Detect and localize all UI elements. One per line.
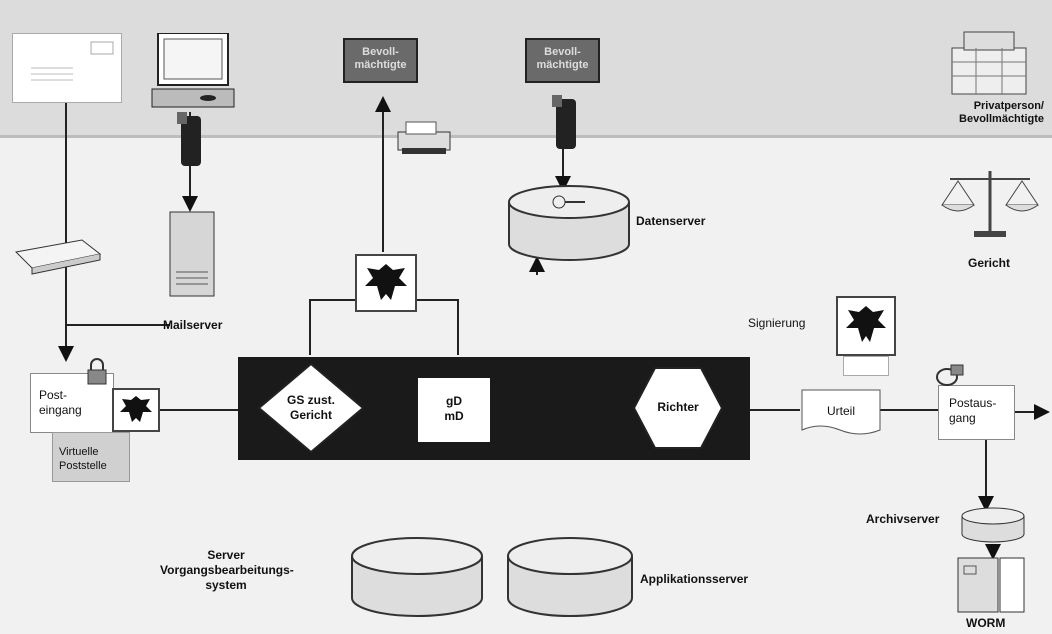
padlock-icon — [87, 358, 107, 385]
vorgang-server-disk-icon — [351, 537, 483, 617]
urteil-document-shape — [801, 389, 881, 435]
signierung-card — [836, 296, 896, 356]
eagle-icon — [120, 396, 152, 422]
card-reader-icon — [177, 112, 201, 166]
bevollmaechtigte-box-1: Bevoll- mächtigte — [343, 38, 418, 83]
computer-icon — [151, 33, 235, 108]
router-icon — [14, 239, 102, 275]
bevollmaechtigte-label-2: Bevoll- mächtigte — [536, 46, 589, 71]
gd-label: gD mD — [444, 394, 464, 423]
signature-card — [355, 254, 417, 312]
printer-icon — [397, 121, 451, 154]
richter-label: Richter — [657, 400, 699, 414]
datenserver-label: Datenserver — [636, 214, 706, 228]
gericht-label: Gericht — [968, 256, 1011, 270]
eagle-icon — [365, 264, 407, 300]
zone-divider — [0, 135, 1052, 138]
applikationsserver-disk-icon — [507, 537, 633, 617]
applikationsserver-label: Applikationsserver — [640, 572, 749, 586]
virtuelle-poststelle-label: Virtuelle Poststelle — [59, 446, 107, 472]
archivserver-label: Archivserver — [866, 512, 940, 526]
key-lock-icon — [936, 364, 964, 386]
gd-box: gD mD — [418, 378, 490, 442]
signierung-reader — [843, 356, 889, 376]
worm-storage-icon — [957, 557, 1025, 613]
building-icon — [951, 31, 1027, 95]
signierung-label: Signierung — [748, 316, 806, 330]
virtuelle-poststelle-box: Virtuelle Poststelle — [52, 432, 130, 482]
privatperson-label: Privatperson/ Bevollmächtigte — [959, 100, 1044, 125]
virtpost-signature-card — [112, 388, 160, 432]
bevollmaechtigte-label-1: Bevoll- mächtigte — [354, 46, 407, 71]
richter-hexagon-shape — [632, 367, 724, 449]
bevollmaechtigte-box-2: Bevoll- mächtigte — [525, 38, 600, 83]
vorgang-server-label: Server Vorgangsbearbeitungs- system — [160, 548, 294, 592]
gs-label: GS zust. Gericht — [286, 393, 335, 422]
card-reader-icon — [552, 95, 576, 149]
eagle-icon — [846, 306, 886, 342]
urteil-label: Urteil — [826, 404, 855, 418]
scales-icon — [941, 171, 1039, 237]
envelope-lines-icon — [31, 41, 114, 81]
archivserver-disk-icon — [961, 507, 1025, 543]
worm-label: WORM — [966, 616, 1006, 630]
mailserver-label: Mailserver — [163, 318, 223, 332]
posteingang-label: Post- eingang — [39, 388, 82, 417]
letter-icon — [12, 33, 122, 103]
datenserver-disk-icon — [508, 185, 630, 261]
mailserver-icon — [169, 211, 215, 297]
gs-diamond-shape — [257, 362, 365, 454]
postausgang-label: Postaus- gang — [949, 396, 997, 425]
postausgang-box: Postaus- gang — [938, 385, 1015, 440]
